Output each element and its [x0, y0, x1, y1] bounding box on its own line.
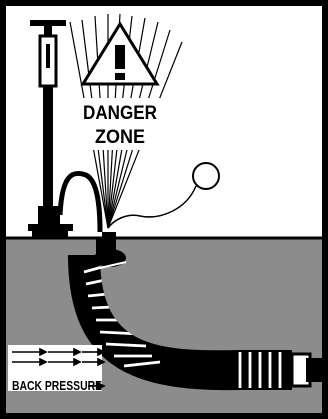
pressure-label: BACK PRESSURE [12, 378, 102, 393]
pipe-fitting [292, 354, 322, 386]
pressure-gauge-icon [193, 163, 219, 189]
exclamation-bar-icon [115, 45, 125, 69]
warning-label-line1: DANGER [83, 103, 157, 124]
exclamation-dot-icon [115, 73, 125, 80]
warning-label-line2: ZONE [95, 127, 145, 148]
